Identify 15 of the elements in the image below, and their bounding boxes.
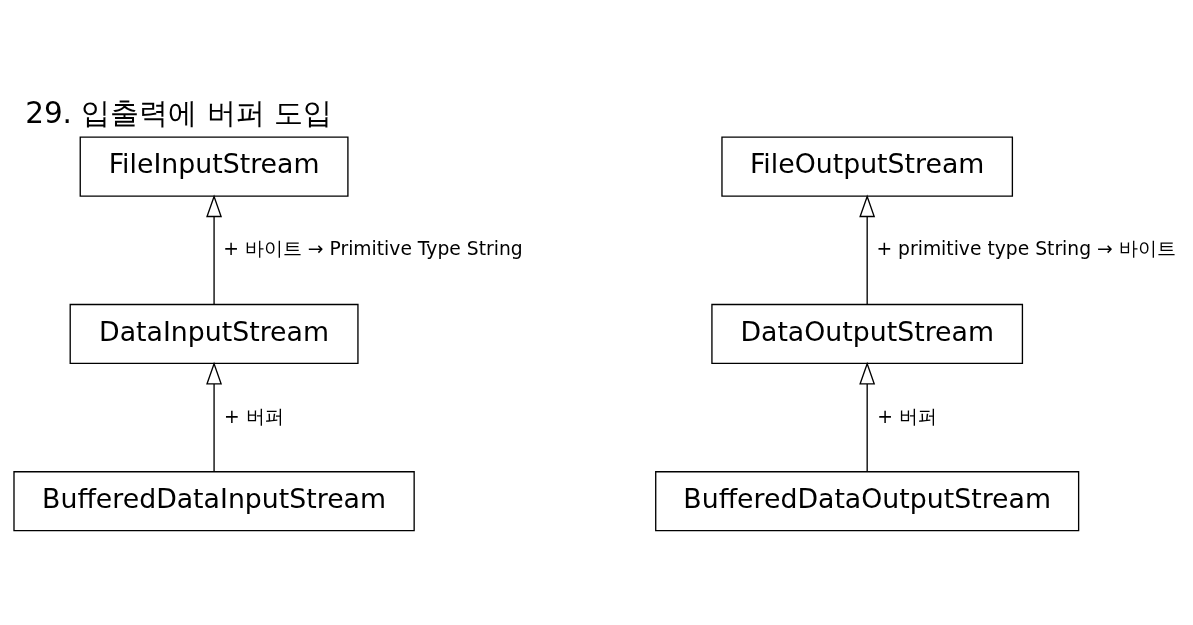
arrow <box>859 361 876 473</box>
arrow <box>206 361 223 473</box>
arrow <box>859 194 876 305</box>
node-box: BufferedDataOutputStream <box>655 471 1080 532</box>
node-box: DataInputStream <box>69 303 359 365</box>
edge-label: + 버퍼 <box>224 405 284 427</box>
node-box: FileInputStream <box>79 136 349 197</box>
edge-label: + 바이트 → Primitive Type String <box>223 238 523 260</box>
diagram-title: 29. 입출력에 버퍼 도입 <box>25 96 333 131</box>
edge-label: + 버퍼 <box>877 405 937 427</box>
arrow <box>206 194 223 305</box>
node-box: DataOutputStream <box>711 303 1024 365</box>
node-box: FileOutputStream <box>721 136 1014 197</box>
node-box: BufferedDataInputStream <box>13 471 415 532</box>
edge-label: + primitive type String → 바이트 <box>876 238 1176 260</box>
